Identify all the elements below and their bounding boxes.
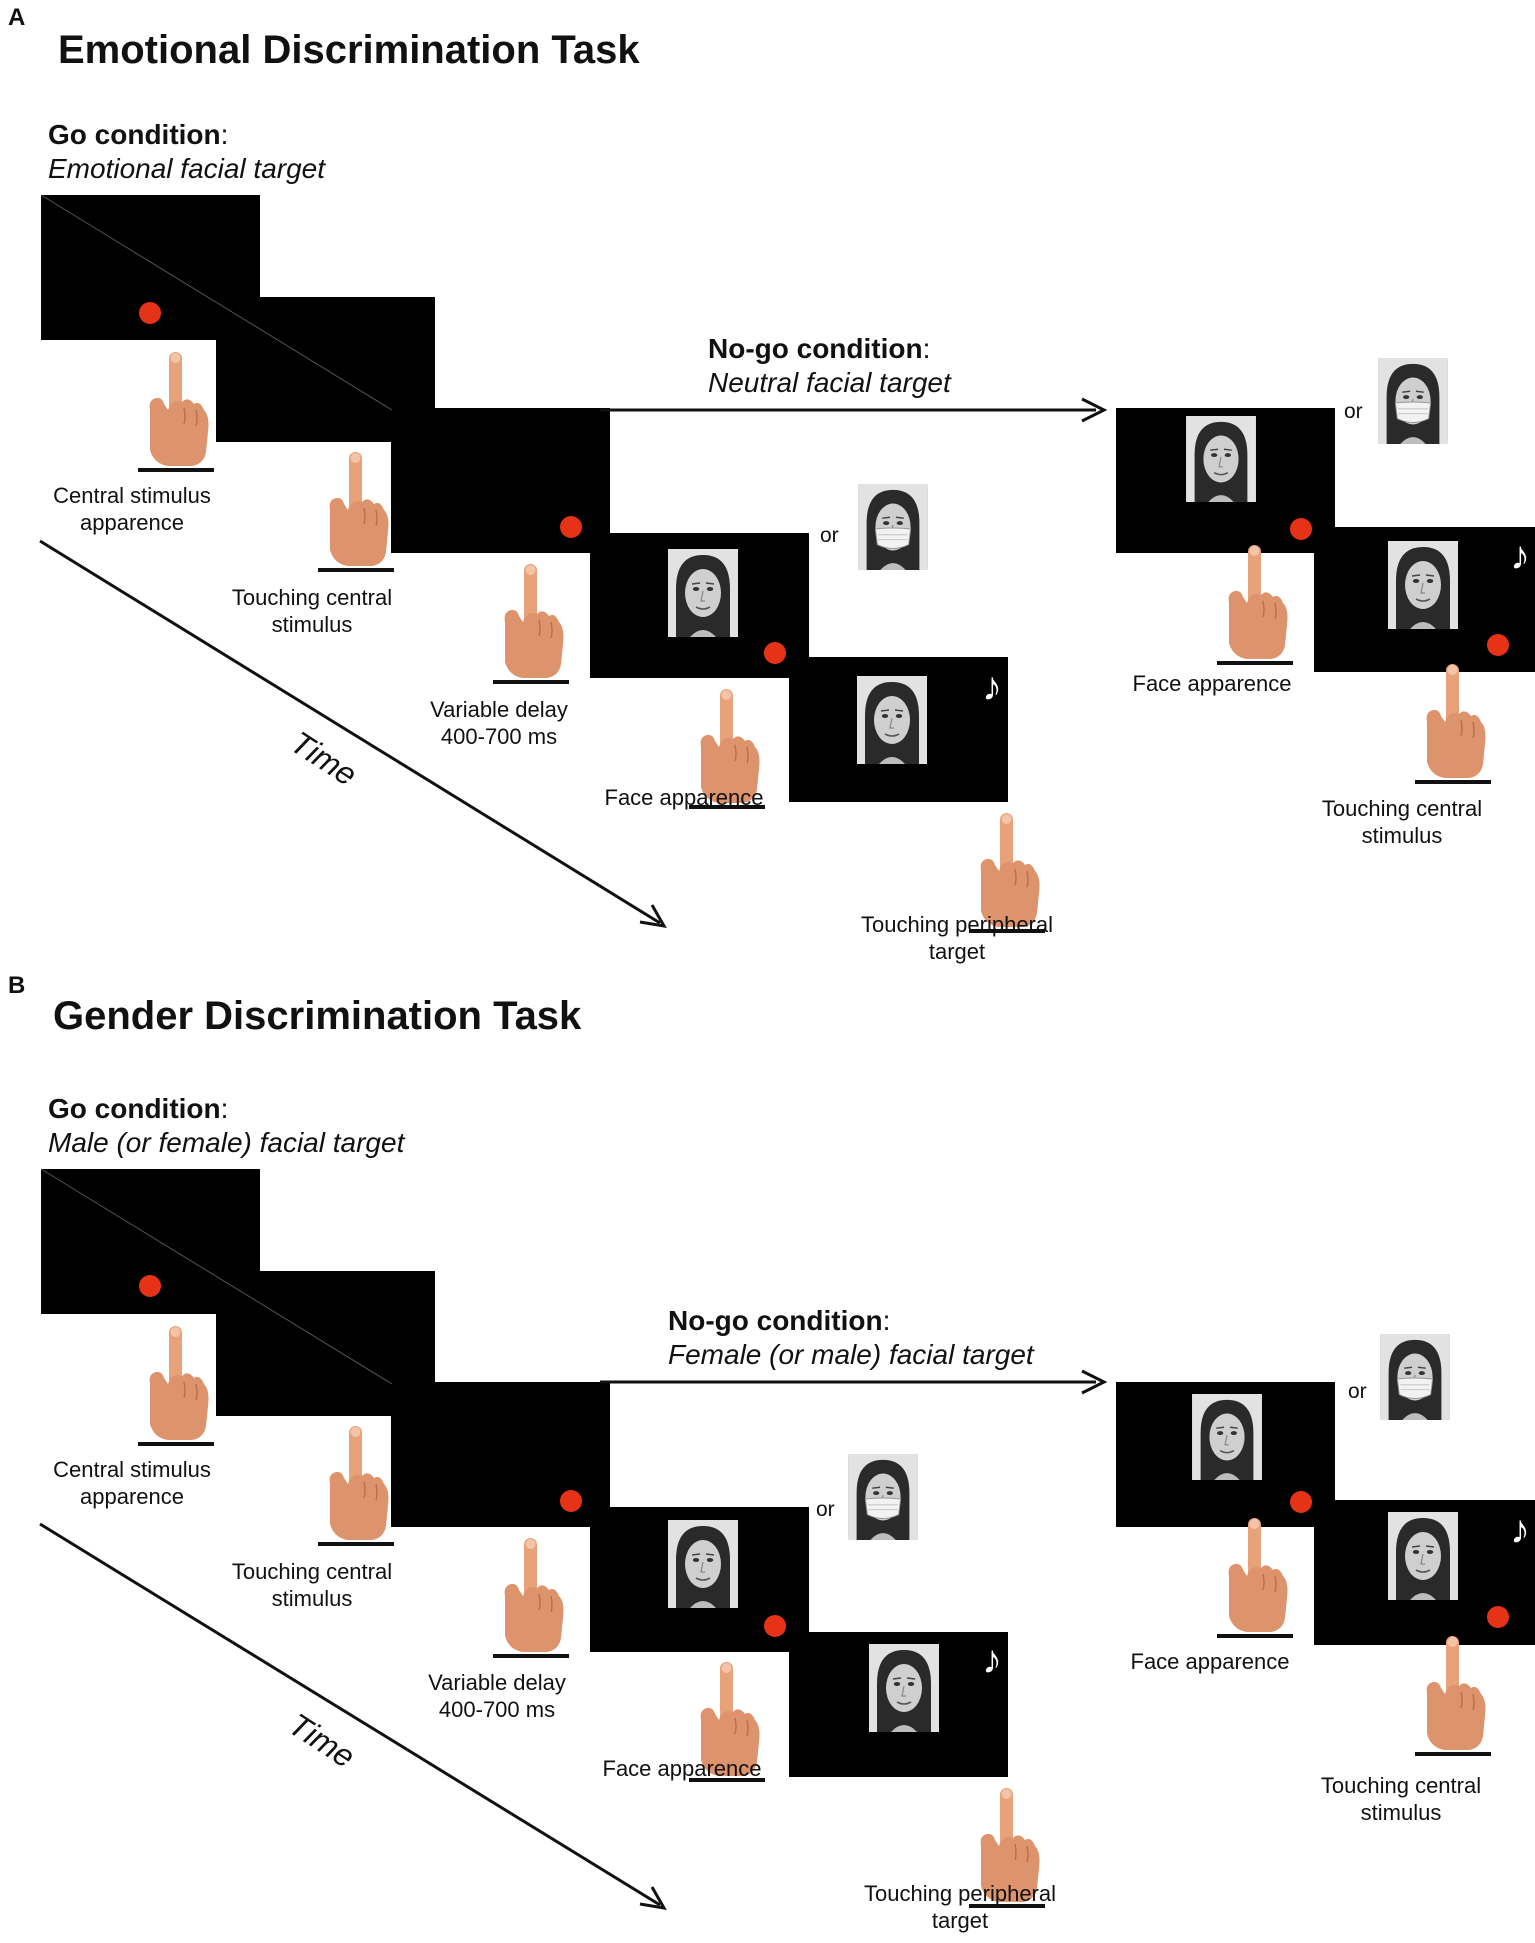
masked-face-photo-icon (1380, 1334, 1450, 1420)
step-label-face-apparence: Face apparence (602, 1756, 762, 1781)
peripheral-target-dot (1290, 1491, 1312, 1513)
masked-face-photo-icon (848, 1454, 918, 1540)
nogo-condition-heading: No-go condition: Female (or male) facial… (668, 1305, 1034, 1370)
music-note-icon: ♪ (982, 665, 1002, 709)
arrow-icon (639, 904, 667, 928)
peripheral-target-dot (764, 1615, 786, 1637)
screen-stack-diagonal (40, 1168, 393, 1385)
arrow-icon (1081, 397, 1108, 423)
face-photo-icon (1388, 1512, 1458, 1600)
peripheral-target-dot (1487, 634, 1509, 656)
face-photo-icon (1192, 1394, 1262, 1480)
nogo-condition-label: No-go condition (668, 1305, 883, 1336)
go-condition-target: Emotional facial target (48, 153, 326, 184)
nogo-condition-label: No-go condition (708, 333, 923, 364)
arrows-layer (39, 1168, 1108, 1910)
central-stimulus-dot (139, 1275, 161, 1297)
screen-stack-diagonal (40, 194, 393, 411)
peripheral-target-dot (560, 516, 582, 538)
face-photo-icon (1388, 541, 1458, 629)
peripheral-target-dot (560, 1490, 582, 1512)
go-condition-heading: Go condition: Male (or female) facial ta… (48, 1093, 405, 1158)
or-label: or (1344, 400, 1363, 423)
peripheral-target-dot (764, 642, 786, 664)
go-condition-heading: Go condition: Emotional facial target (48, 119, 326, 184)
or-label: or (1348, 1380, 1367, 1403)
arrow-icon (639, 1886, 667, 1910)
masked-face-photo-icon (858, 484, 928, 570)
or-label: or (820, 524, 839, 547)
face-photo-icon (668, 549, 738, 637)
go-condition-target: Male (or female) facial target (48, 1127, 405, 1158)
face-photo-icon (869, 1644, 939, 1732)
nogo-condition-target: Neutral facial target (708, 367, 951, 398)
panel-title: Gender Discrimination Task (53, 994, 582, 1038)
peripheral-target-dot (1487, 1606, 1509, 1628)
music-note-icon: ♪ (982, 1638, 1002, 1682)
panel-letter: A (8, 4, 26, 31)
face-photo-icon (1186, 416, 1256, 502)
time-arrow-line (39, 539, 661, 925)
central-stimulus-dot (139, 302, 161, 324)
go-condition-label: Go condition (48, 1093, 221, 1124)
music-note-icon: ♪ (1510, 534, 1530, 578)
music-note-icon: ♪ (1510, 1508, 1530, 1552)
nogo-condition-heading: No-go condition: Neutral facial target (708, 333, 951, 398)
peripheral-target-dot (1290, 518, 1312, 540)
panel-b: B Gender Discrimination Task Go conditio… (0, 972, 1535, 1937)
nogo-label-face-apparence: Face apparence (1130, 1649, 1290, 1674)
masked-face-photo-icon (1378, 358, 1448, 444)
arrows-layer (39, 194, 1108, 928)
panel-title: Emotional Discrimination Task (58, 28, 640, 72)
face-photo-icon (857, 676, 927, 764)
panel-letter: B (8, 972, 26, 999)
arrow-icon (1081, 1369, 1108, 1395)
face-photo-icon (668, 1520, 738, 1608)
nogo-label-face-apparence: Face apparence (1132, 671, 1292, 696)
panel-a: A Emotional Discrimination Task Go condi… (0, 0, 1535, 965)
time-arrow-line (39, 1522, 661, 1907)
or-label: or (816, 1498, 835, 1521)
step-label-face-apparence: Face apparence (604, 785, 764, 810)
go-condition-label: Go condition (48, 119, 221, 150)
nogo-condition-target: Female (or male) facial target (668, 1339, 1034, 1370)
